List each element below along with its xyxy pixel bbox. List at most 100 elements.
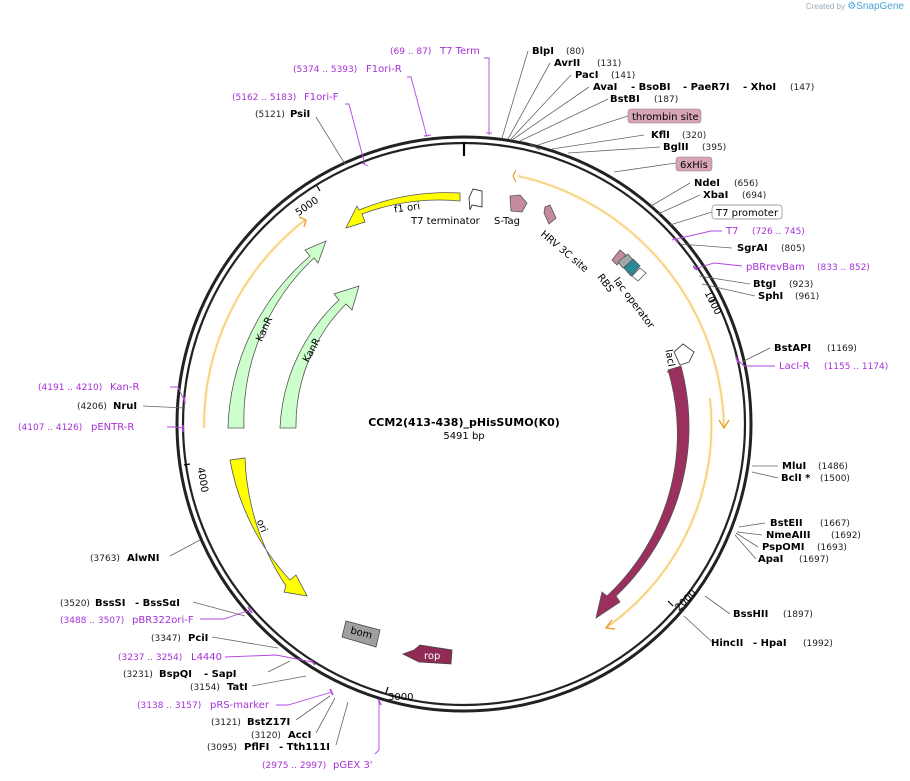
primer-t7-term: T7 Term bbox=[439, 46, 480, 57]
svg-text:(3237 .. 3254): (3237 .. 3254) bbox=[118, 653, 182, 663]
svg-text:(833 .. 852): (833 .. 852) bbox=[817, 263, 870, 273]
site-bsssi: BssSI bbox=[95, 598, 125, 609]
svg-text:(69 .. 87): (69 .. 87) bbox=[390, 47, 431, 57]
site-pspomi: PspOMI bbox=[762, 542, 804, 553]
svg-text:(3347): (3347) bbox=[151, 634, 181, 644]
svg-text:(1692): (1692) bbox=[831, 531, 861, 541]
svg-text:(3488 .. 3507): (3488 .. 3507) bbox=[60, 616, 124, 626]
site-sphi: SphI bbox=[758, 291, 783, 302]
plasmid-size: 5491 bp bbox=[443, 431, 484, 442]
left-leaders bbox=[142, 116, 349, 746]
his-box bbox=[675, 156, 713, 172]
primer-f1ori-f: F1ori-F bbox=[304, 92, 339, 103]
svg-text:- PaeR7I: - PaeR7I bbox=[683, 82, 730, 93]
left-sites: (5121) PsiI (4206) NruI (3763) AlwNI (35… bbox=[60, 109, 330, 753]
svg-text:(1693): (1693) bbox=[817, 543, 847, 553]
site-mlui: MluI bbox=[782, 461, 806, 472]
svg-text:(1992): (1992) bbox=[803, 639, 833, 649]
laci-feature bbox=[595, 365, 690, 619]
primer-pbrrevbam: pBRrevBam bbox=[746, 262, 805, 273]
site-acci: AccI bbox=[288, 730, 311, 741]
site-avrii: AvrII bbox=[554, 58, 580, 69]
right-sites: BlpI (80) AvrII (131) PacI (141) AvaI - … bbox=[532, 46, 861, 649]
f1-ori-label: f1 ori bbox=[393, 201, 420, 216]
svg-text:(3095): (3095) bbox=[207, 743, 237, 753]
site-pflfi: PflFI bbox=[244, 742, 269, 753]
site-bsshii: BssHII bbox=[733, 609, 768, 620]
thrombin-label: thrombin site bbox=[632, 112, 699, 123]
tick-4000: 4000 bbox=[194, 466, 209, 493]
thrombin-box bbox=[627, 108, 702, 124]
primer-laci-r: LacI-R bbox=[779, 361, 810, 372]
site-ndei: NdeI bbox=[694, 178, 720, 189]
svg-text:(4206): (4206) bbox=[77, 402, 107, 412]
site-bglii: BglII bbox=[663, 142, 689, 153]
primer-prs-marker: pRS-marker bbox=[210, 700, 270, 711]
svg-text:- HpaI: - HpaI bbox=[753, 638, 787, 649]
his-label: 6xHis bbox=[680, 160, 708, 171]
hrv-label: HRV 3C site bbox=[538, 229, 590, 275]
site-alwni: AlwNI bbox=[127, 553, 160, 564]
site-blpi: BlpI bbox=[532, 46, 554, 57]
svg-text:(4191 .. 4210): (4191 .. 4210) bbox=[38, 383, 102, 393]
lac-operator-label: lac operator bbox=[611, 276, 657, 332]
svg-text:(1155 .. 1174): (1155 .. 1174) bbox=[824, 362, 888, 372]
svg-text:(147): (147) bbox=[790, 83, 814, 93]
svg-text:(395): (395) bbox=[702, 143, 726, 153]
svg-text:(1697): (1697) bbox=[799, 555, 829, 565]
svg-text:- BssSαI: - BssSαI bbox=[135, 598, 180, 609]
f1-ori-feature bbox=[345, 192, 461, 229]
site-drui: NruI bbox=[113, 401, 137, 412]
svg-text:(694): (694) bbox=[742, 191, 766, 201]
t7-promoter-label: T7 promoter bbox=[715, 208, 779, 219]
primer-f1ori-r: F1ori-R bbox=[366, 64, 402, 75]
svg-text:(4107 .. 4126): (4107 .. 4126) bbox=[18, 423, 82, 433]
t7-terminator-label: T7 terminator bbox=[410, 216, 481, 227]
svg-text:(1897): (1897) bbox=[783, 610, 813, 620]
svg-text:(187): (187) bbox=[654, 95, 678, 105]
svg-text:(1667): (1667) bbox=[820, 519, 850, 529]
svg-text:(726 .. 745): (726 .. 745) bbox=[752, 227, 805, 237]
svg-text:(5374 .. 5393): (5374 .. 5393) bbox=[293, 65, 357, 75]
svg-text:(141): (141) bbox=[611, 71, 635, 81]
primer-kan-r: Kan-R bbox=[110, 382, 139, 393]
tick-marks bbox=[183, 185, 716, 694]
s-tag-feature bbox=[509, 194, 528, 213]
svg-text:(320): (320) bbox=[682, 131, 706, 141]
svg-text:(1486): (1486) bbox=[818, 462, 848, 472]
site-avai: AvaI bbox=[593, 82, 617, 93]
svg-text:(5162 .. 5183): (5162 .. 5183) bbox=[232, 93, 296, 103]
site-bstz17i: BstZ17I bbox=[247, 717, 290, 728]
snapgene-credit: Created by ⚙SnapGene bbox=[805, 1, 904, 12]
svg-text:(923): (923) bbox=[789, 280, 813, 290]
lac-operator-arrow bbox=[631, 267, 647, 282]
svg-text:(3121): (3121) bbox=[211, 718, 241, 728]
primer-t7: T7 bbox=[725, 226, 738, 237]
site-bstapi: BstAPI bbox=[774, 343, 811, 354]
bom-feature bbox=[341, 620, 381, 648]
svg-text:(131): (131) bbox=[597, 59, 621, 69]
laci-promoter-feature bbox=[673, 343, 695, 366]
svg-text:- BsoBI: - BsoBI bbox=[631, 82, 670, 93]
tick-3000: 3000 bbox=[388, 692, 413, 703]
snapgene-logo-icon: ⚙ bbox=[847, 1, 857, 12]
s-tag-label: S-Tag bbox=[494, 216, 520, 227]
svg-text:(3231): (3231) bbox=[123, 670, 153, 680]
site-tati: TatI bbox=[227, 682, 248, 693]
site-bstbi: BstBI bbox=[610, 94, 640, 105]
svg-text:(5121): (5121) bbox=[255, 110, 285, 120]
svg-text:- SapI: - SapI bbox=[204, 669, 236, 680]
primer-ticks bbox=[182, 237, 739, 706]
site-apai: ApaI bbox=[758, 554, 783, 565]
rop-feature bbox=[401, 644, 453, 665]
right-leaders bbox=[501, 50, 779, 643]
boxed-features: thrombin site 6xHis T7 promoter bbox=[627, 108, 783, 220]
site-pcii: PciI bbox=[188, 633, 208, 644]
rbs-feature bbox=[611, 249, 627, 266]
site-psii: PsiI bbox=[290, 109, 310, 120]
primer-pgex3: pGEX 3' bbox=[333, 760, 373, 771]
svg-text:- XhoI: - XhoI bbox=[743, 82, 776, 93]
svg-text:(3520): (3520) bbox=[60, 599, 90, 609]
primer-l4440: L4440 bbox=[191, 652, 222, 663]
